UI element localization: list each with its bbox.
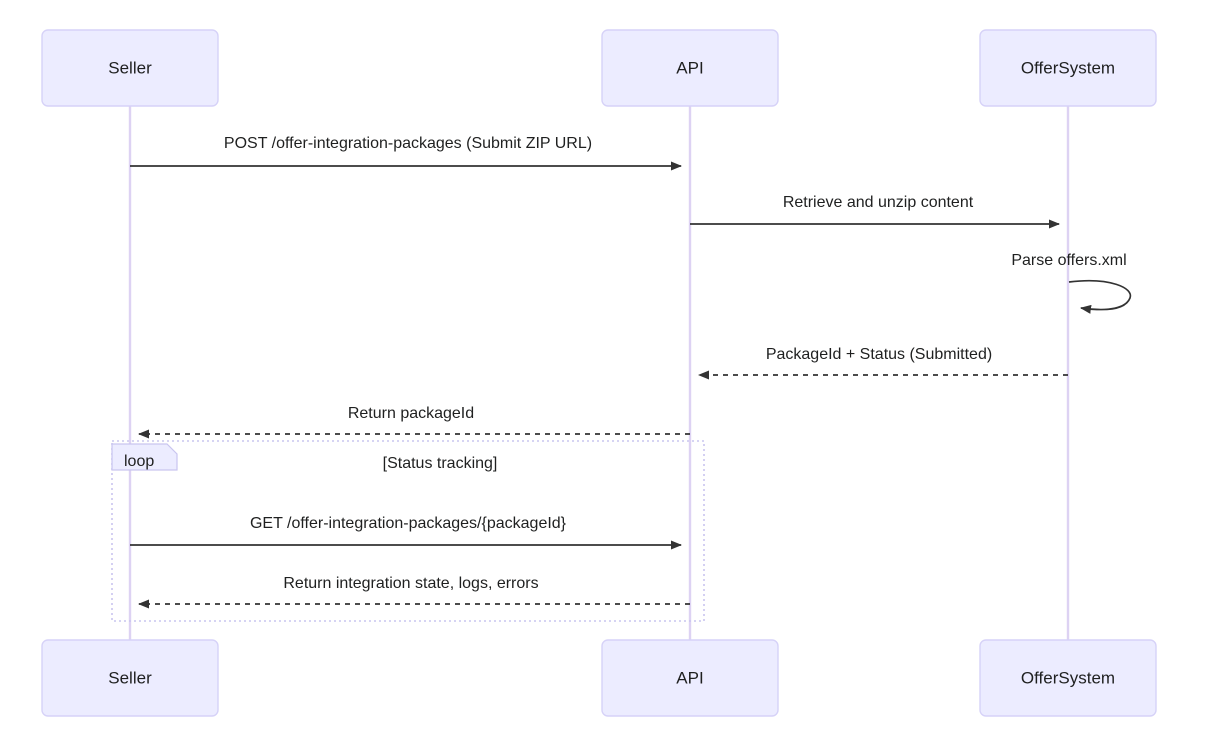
actor-api-bottom[interactable]: API (601, 639, 779, 717)
actor-offersystem-top[interactable]: OfferSystem (979, 29, 1157, 107)
message-label: POST /offer-integration-packages (Submit… (224, 135, 592, 152)
actor-offersystem-bottom[interactable]: OfferSystem (979, 639, 1157, 717)
loop-frame-border (111, 440, 705, 622)
message-retrieve-and-unzip-content[interactable]: Retrieve and unzip content (690, 194, 1060, 229)
actors-bottom: Seller API OfferSystem (41, 639, 1157, 717)
lifelines (128, 105, 1070, 641)
message-label: Parse offers.xml (1011, 252, 1126, 269)
actor-label: OfferSystem (1021, 58, 1115, 77)
actor-box (979, 29, 1157, 107)
actor-api-top[interactable]: API (601, 29, 779, 107)
message-post-offer-integration-packages[interactable]: POST /offer-integration-packages (Submit… (130, 135, 682, 171)
actor-seller-top[interactable]: Seller (41, 29, 219, 107)
messages: POST /offer-integration-packages (Submit… (130, 135, 1132, 609)
message-label: PackageId + Status (Submitted) (766, 346, 992, 363)
fragment-loop-status-tracking[interactable]: loop [Status tracking] (111, 440, 705, 622)
actor-box (601, 29, 779, 107)
self-loop-path (1068, 280, 1132, 314)
actor-box (41, 639, 219, 717)
loop-tag-shape (111, 443, 178, 471)
actor-label: Seller (108, 58, 152, 77)
actors-top: Seller API OfferSystem (41, 29, 1157, 107)
message-parse-offers-xml[interactable]: Parse offers.xml (1011, 252, 1132, 314)
actor-box (601, 639, 779, 717)
message-label: Return packageId (348, 405, 474, 422)
message-label: Retrieve and unzip content (783, 194, 974, 211)
message-packageid-status-submitted[interactable]: PackageId + Status (Submitted) (698, 346, 1068, 380)
actor-label: OfferSystem (1021, 668, 1115, 687)
loop-tag-label: loop (124, 453, 154, 470)
message-return-integration-state[interactable]: Return integration state, logs, errors (138, 575, 690, 609)
message-label: Return integration state, logs, errors (283, 575, 538, 592)
actor-label: API (676, 668, 703, 687)
actor-box (41, 29, 219, 107)
actor-label: API (676, 58, 703, 77)
message-label: GET /offer-integration-packages/{package… (250, 515, 567, 532)
actor-label: Seller (108, 668, 152, 687)
actor-seller-bottom[interactable]: Seller (41, 639, 219, 717)
message-return-packageid[interactable]: Return packageId (138, 405, 690, 439)
actor-box (979, 639, 1157, 717)
loop-condition-label: [Status tracking] (383, 455, 498, 472)
message-get-offer-integration-package[interactable]: GET /offer-integration-packages/{package… (130, 515, 682, 550)
